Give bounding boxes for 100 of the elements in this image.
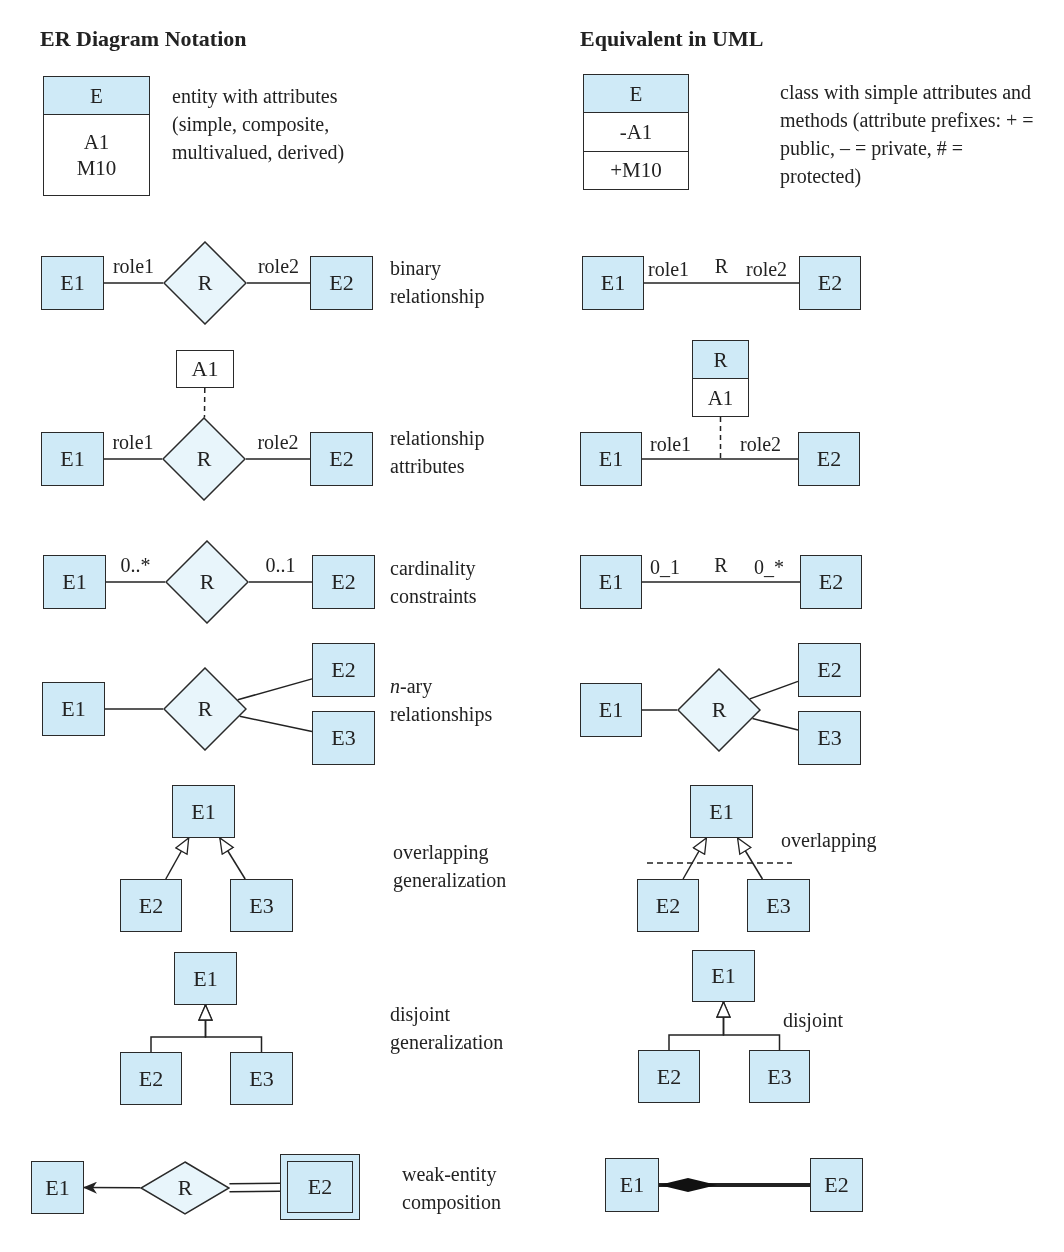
entity-name: E2 <box>331 657 356 683</box>
arrow <box>219 837 246 880</box>
arrow <box>716 1001 781 1051</box>
entity-name: E3 <box>249 892 274 919</box>
relationship-name: R <box>197 696 213 722</box>
description-text: cardinality constraints <box>390 556 478 609</box>
entity-box <box>41 256 104 310</box>
entity-box <box>41 432 104 486</box>
entity-name: E2 <box>329 270 354 296</box>
entity-name: E1 <box>61 696 86 722</box>
arrow <box>83 1181 142 1194</box>
arrow <box>736 837 764 880</box>
entity-box <box>810 1158 863 1212</box>
entity-name: E2 <box>824 1172 849 1198</box>
arrow <box>682 837 708 880</box>
connector-line <box>239 715 313 733</box>
entity-box <box>798 432 860 486</box>
description-text: disjoint <box>783 1008 844 1034</box>
entity-box <box>174 952 237 1005</box>
entity-box <box>690 785 753 838</box>
entity-box <box>580 683 642 737</box>
entity-box <box>120 879 182 932</box>
connector-line <box>719 416 722 460</box>
entity-name: E2 <box>656 1063 682 1090</box>
description-text: role2 <box>746 257 789 282</box>
description-text: weak-entity composition <box>402 1162 502 1216</box>
entity-box <box>582 256 644 310</box>
entity-box <box>749 1050 810 1103</box>
connector-line <box>105 581 166 583</box>
entity-name: E3 <box>767 1063 792 1090</box>
entity-box <box>120 1052 182 1105</box>
connector-line <box>246 282 311 284</box>
entity-name: E1 <box>619 1172 645 1198</box>
description-text: disjoint generalization <box>390 1002 505 1056</box>
entity-name: E3 <box>817 725 842 751</box>
entity-name: E3 <box>766 892 791 919</box>
entity-box <box>312 555 375 609</box>
entity-name: E2 <box>817 270 843 296</box>
entity-box <box>747 879 810 932</box>
description-text: role1 <box>650 432 693 457</box>
description-text: n-ary relationships <box>390 674 494 728</box>
entity-box <box>42 682 105 736</box>
entity-box <box>43 555 106 609</box>
connector-line <box>641 458 799 460</box>
entity-name: E1 <box>60 446 85 472</box>
entity-box <box>310 432 373 486</box>
description-text: binary relationship <box>390 256 486 310</box>
entity-name: E2 <box>331 569 356 595</box>
connector-line <box>228 1182 281 1193</box>
connector-line <box>103 458 163 460</box>
entity-name: E2 <box>329 446 354 472</box>
entity-name: E1 <box>193 965 218 992</box>
relationship-name: R <box>711 697 727 723</box>
entity-name: E3 <box>249 1065 274 1092</box>
entity-name: E2 <box>138 892 164 919</box>
entity-name: E2 <box>816 446 842 472</box>
class-box <box>583 74 689 190</box>
class-box <box>43 76 150 196</box>
relationship-diamond <box>140 1161 230 1215</box>
entity-box <box>798 643 861 697</box>
member-text: +M10 <box>610 157 662 184</box>
entity-name: E1 <box>62 569 87 595</box>
entity-name: E1 <box>45 1174 70 1201</box>
connector-line <box>103 282 164 284</box>
member-text: -A1 <box>619 118 653 145</box>
connector-line <box>641 581 801 583</box>
connector-line <box>641 709 678 711</box>
description-text: 0_* <box>754 555 785 580</box>
arrow <box>165 837 190 880</box>
description-text: entity with attributes (simple, composite, multivalued, derived) <box>172 84 346 166</box>
relationship-diamond <box>677 668 761 752</box>
composition-connector <box>659 1178 810 1192</box>
entity-box <box>172 785 235 838</box>
description-text: overlapping generalization <box>393 840 508 894</box>
relationship-name: R <box>199 569 215 595</box>
entity-box <box>798 711 861 765</box>
entity-box <box>638 1050 700 1103</box>
description-text: overlapping <box>781 828 878 854</box>
description-text: 0_1 <box>650 555 681 580</box>
description-text: relationship attributes <box>390 426 486 479</box>
entity-box <box>310 256 373 310</box>
entity-box <box>230 1052 293 1105</box>
connector-line <box>643 282 800 284</box>
relationship-diamond <box>163 667 247 751</box>
entity-name: E3 <box>331 725 356 751</box>
entity-name: E1 <box>711 963 736 989</box>
entity-box <box>800 555 862 609</box>
relationship-diamond <box>163 241 247 325</box>
connector-line <box>248 581 313 583</box>
entity-box <box>230 879 293 932</box>
entity-box <box>799 256 861 310</box>
entity-name: E1 <box>598 697 624 723</box>
entity-box <box>605 1158 659 1212</box>
section-heading: Equivalent in UML <box>580 25 765 53</box>
class-name: E <box>629 80 643 107</box>
entity-name: E1 <box>598 569 624 595</box>
entity-name: E1 <box>191 798 216 825</box>
description-text: class with simple attributes and methods (attribute prefixes: + = public, – = private, # = protected) <box>780 80 1035 190</box>
connector-line <box>237 678 313 701</box>
entity-box <box>31 1161 84 1214</box>
